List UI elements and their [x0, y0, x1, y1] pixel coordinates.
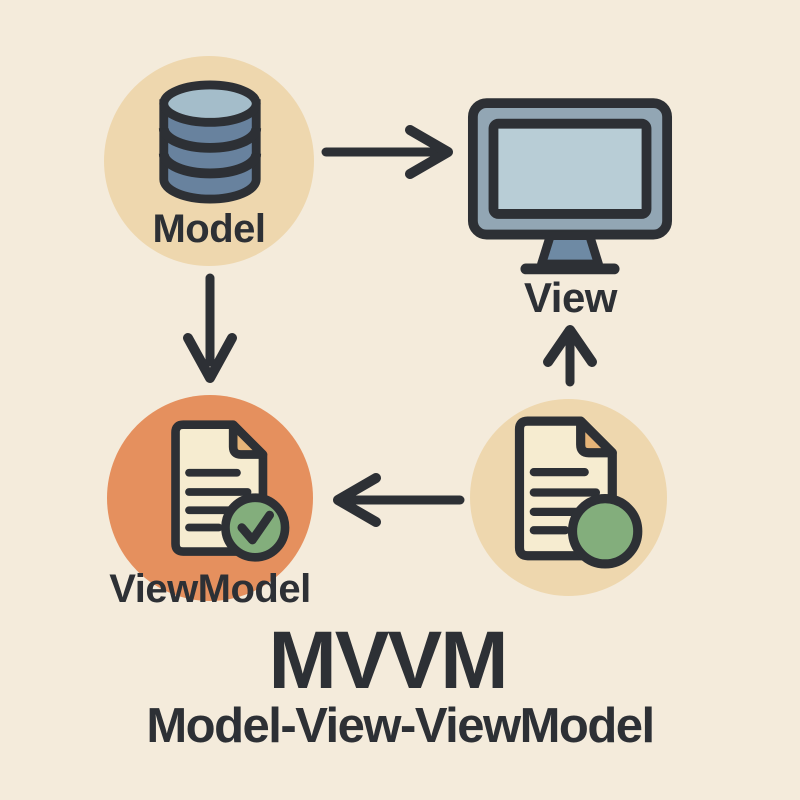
diagram-subtitle: Model-View-ViewModel — [146, 699, 655, 753]
arrow-model-to-viewmodel — [183, 273, 237, 383]
arrow-model-to-view — [321, 125, 453, 179]
arrow-binder-to-viewmodel — [333, 473, 465, 527]
document-check-icon — [171, 420, 290, 562]
model-label: Model — [152, 207, 266, 251]
arrow-binder-to-view — [543, 325, 597, 387]
document-status-icon — [514, 416, 643, 569]
database-icon — [158, 80, 262, 204]
viewmodel-label: ViewModel — [109, 567, 311, 611]
diagram-title: MVVM — [268, 615, 509, 706]
view-label: View — [524, 274, 617, 321]
monitor-icon — [467, 98, 673, 275]
